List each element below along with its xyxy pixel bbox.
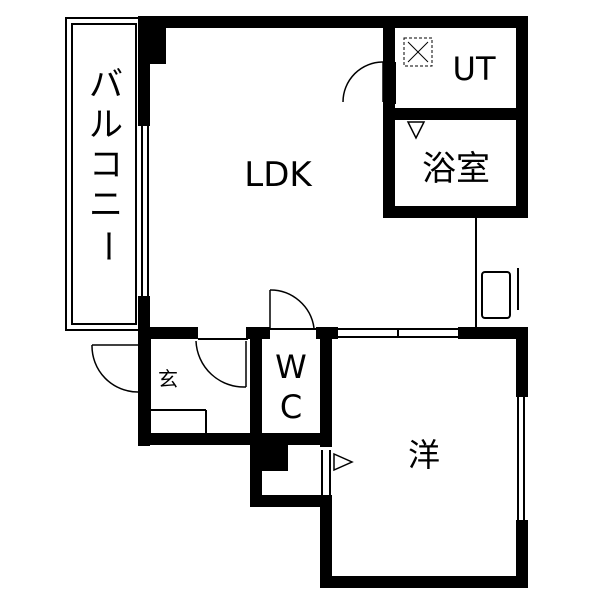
svg-text:コ: コ xyxy=(89,145,123,185)
western-door-arrow-icon xyxy=(333,452,354,472)
svg-text:バ: バ xyxy=(89,65,123,105)
svg-text:ー: ー xyxy=(87,229,127,263)
room-label-balcony: バ ル コ ニ ー xyxy=(87,65,127,263)
detail-lines xyxy=(141,62,525,520)
svg-text:W: W xyxy=(275,348,307,386)
room-label-western: 洋 xyxy=(408,436,440,474)
room-label-bath: 浴室 xyxy=(422,149,490,189)
washing-machine-icon xyxy=(403,37,433,67)
room-label-entrance: 玄 xyxy=(158,367,178,391)
walls xyxy=(138,16,528,588)
svg-text:ル: ル xyxy=(89,105,123,145)
door-swings xyxy=(91,61,384,393)
svg-text:C: C xyxy=(280,388,302,426)
room-label-ut: UT xyxy=(453,50,496,88)
bath-door-arrow-icon xyxy=(406,121,426,140)
room-label-ldk: LDK xyxy=(244,155,313,195)
svg-text:ニ: ニ xyxy=(89,185,123,225)
door-arrows xyxy=(333,121,426,472)
room-label-wc: W C xyxy=(275,348,307,426)
